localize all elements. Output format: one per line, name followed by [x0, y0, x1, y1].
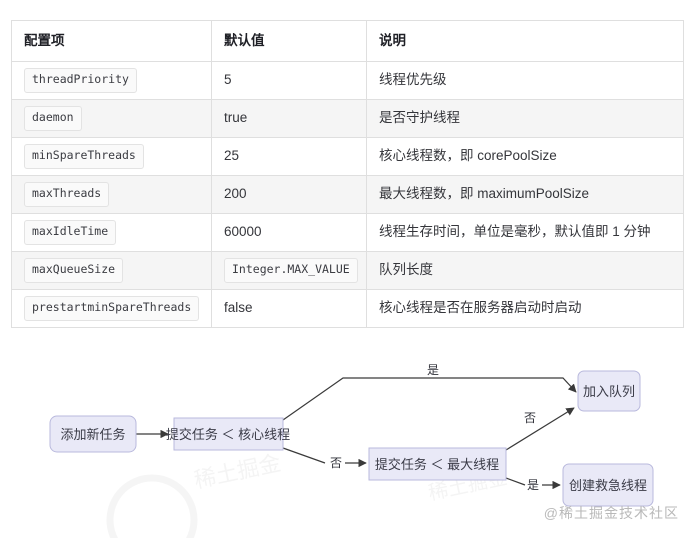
node-enqueue-label: 加入队列 — [583, 384, 635, 399]
node-submit-max-label: 提交任务 ＜ 最大线程 — [375, 457, 499, 472]
default-value-text: 25 — [224, 148, 240, 164]
edge-label-core-no: 否 — [330, 456, 342, 470]
cell-description: 队列长度 — [366, 251, 684, 290]
cell-config-item: daemon — [11, 99, 212, 138]
table-row: maxThreads 200 最大线程数，即 maximumPoolSize — [11, 175, 684, 214]
table-row: threadPriority 5 线程优先级 — [11, 61, 684, 100]
column-header-config-item: 配置项 — [11, 20, 212, 62]
edge-submit-max-no-to-enqueue — [505, 407, 575, 451]
description-text: 核心线程数，即 corePoolSize — [379, 148, 557, 164]
cell-description: 是否守护线程 — [366, 99, 684, 138]
node-submit-core-shape — [173, 417, 284, 451]
node-create-rescue-label: 创建救急线程 — [569, 478, 647, 493]
cell-default-value: false — [211, 289, 367, 328]
edge-label-core-yes: 是 — [427, 363, 439, 377]
table-header-row: 配置项 默认值 说明 — [11, 20, 684, 62]
credit-watermark: @稀土掘金技术社区 — [544, 505, 679, 521]
node-add-task[interactable]: 添加新任务 — [49, 415, 137, 453]
cell-default-value: 25 — [211, 137, 367, 176]
node-add-task-shape — [49, 415, 137, 453]
cell-description: 核心线程是否在服务器启动时启动 — [366, 289, 684, 328]
table-row: maxIdleTime 60000 线程生存时间，单位是毫秒，默认值即 1 分钟 — [11, 213, 684, 252]
default-value-text: true — [224, 110, 248, 126]
cell-config-item: minSpareThreads — [11, 137, 212, 176]
config-item-token: maxQueueSize — [24, 258, 124, 283]
node-enqueue-shape — [577, 370, 641, 412]
description-text: 队列长度 — [379, 262, 433, 278]
watermark-ghost-left: 稀土掘金 — [192, 450, 283, 493]
config-item-token: prestartminSpareThreads — [24, 296, 200, 321]
config-item-token: minSpareThreads — [24, 144, 144, 169]
node-enqueue[interactable]: 加入队列 — [577, 370, 641, 412]
cell-config-item: maxThreads — [11, 175, 212, 214]
edge-submit-max-yes-seg1 — [505, 477, 526, 486]
cell-config-item: maxIdleTime — [11, 213, 212, 252]
edge-label-max-yes: 是 — [527, 478, 539, 492]
column-header-default-value: 默认值 — [211, 20, 367, 62]
config-item-token: daemon — [24, 106, 82, 131]
cell-default-value: Integer.MAX_VALUE — [211, 251, 367, 290]
node-submit-max-shape — [368, 447, 507, 481]
default-value-text: 5 — [224, 72, 232, 88]
config-item-token: maxThreads — [24, 182, 110, 207]
table-row: prestartminSpareThreads false 核心线程是否在服务器启动… — [11, 289, 684, 328]
default-value-text: 200 — [224, 186, 247, 202]
cell-description: 线程优先级 — [366, 61, 684, 100]
watermark-ring — [106, 474, 198, 538]
edge-submit-core-yes-to-enqueue — [282, 377, 577, 421]
description-text: 核心线程是否在服务器启动时启动 — [379, 300, 582, 316]
description-text: 线程生存时间，单位是毫秒，默认值即 1 分钟 — [379, 224, 651, 240]
node-add-task-label: 添加新任务 — [60, 427, 125, 442]
cell-default-value: 60000 — [211, 213, 367, 252]
cell-config-item: maxQueueSize — [11, 251, 212, 290]
table-row: minSpareThreads 25 核心线程数，即 corePoolSize — [11, 137, 684, 176]
thread-pool-flow-diagram: 稀土掘金 稀土掘金 是 否 否 是 添加新任务 提交任务 ＜ 核心线程 — [0, 330, 688, 538]
node-submit-core[interactable]: 提交任务 ＜ 核心线程 — [166, 417, 290, 451]
config-item-token: maxIdleTime — [24, 220, 117, 245]
cell-description: 核心线程数，即 corePoolSize — [366, 137, 684, 176]
cell-config-item: threadPriority — [11, 61, 212, 100]
column-header-description: 说明 — [366, 20, 684, 62]
config-table: 配置项 默认值 说明 threadPriority 5 线程优先级 daemon tru… — [11, 20, 684, 328]
cell-description: 最大线程数，即 maximumPoolSize — [366, 175, 684, 214]
edge-label-max-no: 否 — [524, 411, 536, 425]
table-row: daemon true 是否守护线程 — [11, 99, 684, 138]
description-text: 线程优先级 — [379, 72, 447, 88]
config-item-token: threadPriority — [24, 68, 137, 93]
edge-submit-core-no-seg1 — [282, 447, 326, 464]
cell-description: 线程生存时间，单位是毫秒，默认值即 1 分钟 — [366, 213, 684, 252]
default-value-text: Integer.MAX_VALUE — [224, 258, 358, 283]
cell-config-item: prestartminSpareThreads — [11, 289, 212, 328]
default-value-text: false — [224, 300, 253, 316]
table-header: 配置项 默认值 说明 — [11, 20, 684, 62]
node-submit-max[interactable]: 提交任务 ＜ 最大线程 — [368, 447, 507, 481]
node-create-rescue-shape — [562, 463, 654, 507]
table-body: threadPriority 5 线程优先级 daemon true 是否守护线程 minS… — [11, 61, 684, 328]
config-table-container: 配置项 默认值 说明 threadPriority 5 线程优先级 daemon tru… — [11, 20, 684, 328]
cell-default-value: 5 — [211, 61, 367, 100]
default-value-text: 60000 — [224, 224, 262, 240]
description-text: 是否守护线程 — [379, 110, 460, 126]
table-row: maxQueueSize Integer.MAX_VALUE 队列长度 — [11, 251, 684, 290]
node-create-rescue[interactable]: 创建救急线程 — [562, 463, 654, 507]
cell-default-value: true — [211, 99, 367, 138]
cell-default-value: 200 — [211, 175, 367, 214]
description-text: 最大线程数，即 maximumPoolSize — [379, 186, 590, 202]
node-submit-core-label: 提交任务 ＜ 核心线程 — [166, 427, 290, 442]
